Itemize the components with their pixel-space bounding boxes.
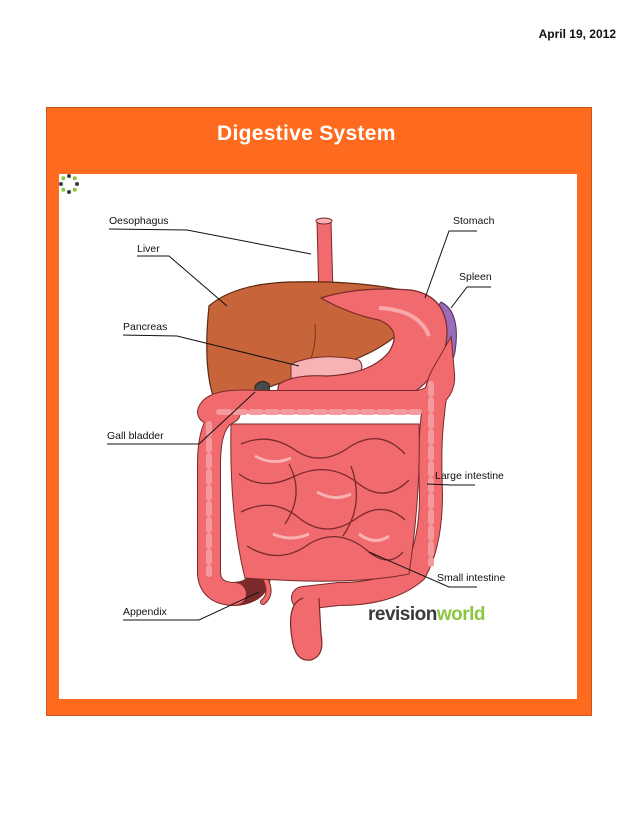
page-date: April 19, 2012 [538,27,616,41]
small-intestine-organ [230,423,420,582]
label-large-intestine: Large intestine [435,470,504,482]
label-appendix: Appendix [123,606,168,618]
label-stomach: Stomach [453,215,495,227]
digestive-diagram: Oesophagus Liver Pancreas Gall bladder A… [107,215,505,661]
label-gall-bladder: Gall bladder [107,430,164,442]
label-small-intestine: Small intestine [437,572,505,584]
diagram-panel: Oesophagus Liver Pancreas Gall bladder A… [59,174,577,699]
label-liver: Liver [137,243,160,255]
label-pancreas: Pancreas [123,321,167,333]
brand-text-part1: revision [368,604,437,625]
brand-text-part2: world [436,604,486,625]
leader-lines [107,228,491,621]
brand-logo: revisionworld [368,604,486,626]
brand-dots-icon [59,174,79,194]
slide-title: Digestive System [217,122,396,145]
label-oesophagus: Oesophagus [109,215,169,227]
slide: Digestive System [46,107,592,716]
label-spleen: Spleen [459,271,492,283]
large-intestine-organ [197,334,456,661]
